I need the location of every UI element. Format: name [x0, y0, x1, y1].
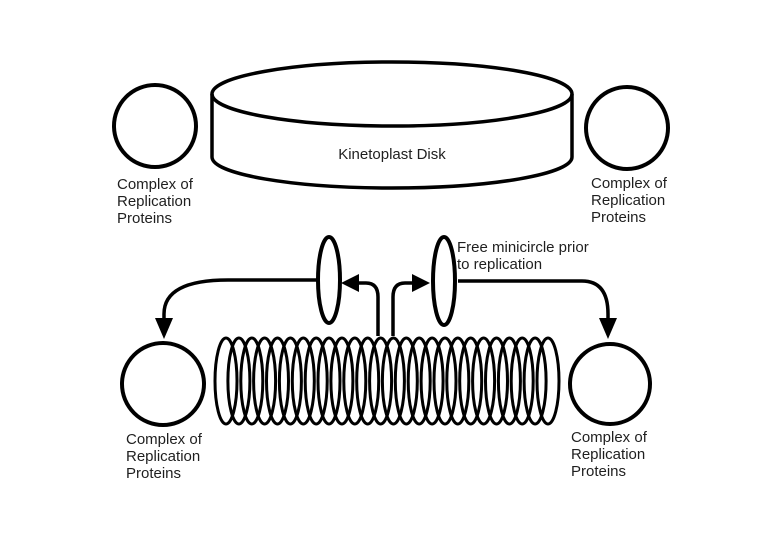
coil-loop	[419, 336, 445, 426]
label-kinetoplast-disk: Kinetoplast Disk	[338, 146, 446, 163]
label-complex-bottom-right: Complex of Replication Proteins	[571, 429, 647, 480]
coil-loop	[496, 336, 522, 426]
kinetoplast-disk-shape	[210, 60, 574, 190]
coil-loop	[265, 336, 290, 426]
coil-loop	[342, 336, 368, 426]
coil-loop	[355, 336, 381, 426]
arrow-coil-to-left-minicircle	[341, 274, 380, 336]
coil-loop	[471, 336, 497, 426]
arrow-left-icon	[341, 274, 359, 292]
arrow-down-icon	[155, 318, 173, 339]
minicircle-network-coil	[213, 336, 561, 426]
coil-loop	[316, 336, 342, 426]
coil-loop	[484, 336, 509, 426]
coil-loop	[329, 336, 355, 426]
free-minicircle-right	[431, 235, 457, 327]
replication-complex-circle-bottom-left	[120, 341, 206, 427]
arrow-coil-right-path	[391, 281, 413, 336]
coil-loop	[432, 336, 458, 426]
coil-loop	[213, 336, 239, 426]
kinetoplast-disk-top	[210, 60, 574, 128]
coil-loop	[239, 336, 265, 426]
arrow-left-minicircle-to-bottom-left-complex	[155, 278, 318, 339]
replication-complex-circle-bottom-right	[568, 342, 652, 426]
coil-loop	[445, 336, 471, 426]
coil-loop	[535, 336, 561, 426]
coil-loop	[303, 336, 329, 426]
coil-loop	[509, 336, 535, 426]
coil-loop	[380, 336, 406, 426]
arrow-right-minicircle-to-bottom-right-complex	[458, 279, 617, 339]
replication-complex-circle-top-right	[584, 85, 670, 171]
label-complex-top-right: Complex of Replication Proteins	[591, 175, 667, 226]
coil-loop	[252, 336, 278, 426]
coil-loop	[458, 336, 484, 426]
label-free-minicircle: Free minicircle prior to replication	[457, 239, 589, 273]
coil-loop	[393, 336, 419, 426]
coil-loop	[368, 336, 394, 426]
arrow-coil-left-path	[358, 281, 380, 336]
coil-loop	[522, 336, 548, 426]
coil-loop	[290, 336, 316, 426]
coil-loop	[277, 336, 303, 426]
label-complex-bottom-left: Complex of Replication Proteins	[126, 431, 202, 482]
arrow-left-path	[162, 278, 318, 322]
kinetoplast-disk-body	[210, 94, 574, 190]
arrow-down-icon	[599, 318, 617, 339]
arrow-right-icon	[412, 274, 430, 292]
free-minicircle-left	[316, 235, 342, 325]
label-complex-top-left: Complex of Replication Proteins	[117, 176, 193, 227]
coil-loop	[226, 336, 252, 426]
arrow-coil-to-right-minicircle	[391, 274, 430, 336]
arrow-right-path	[458, 279, 610, 322]
coil-loop	[406, 336, 432, 426]
replication-complex-circle-top-left	[112, 83, 198, 169]
